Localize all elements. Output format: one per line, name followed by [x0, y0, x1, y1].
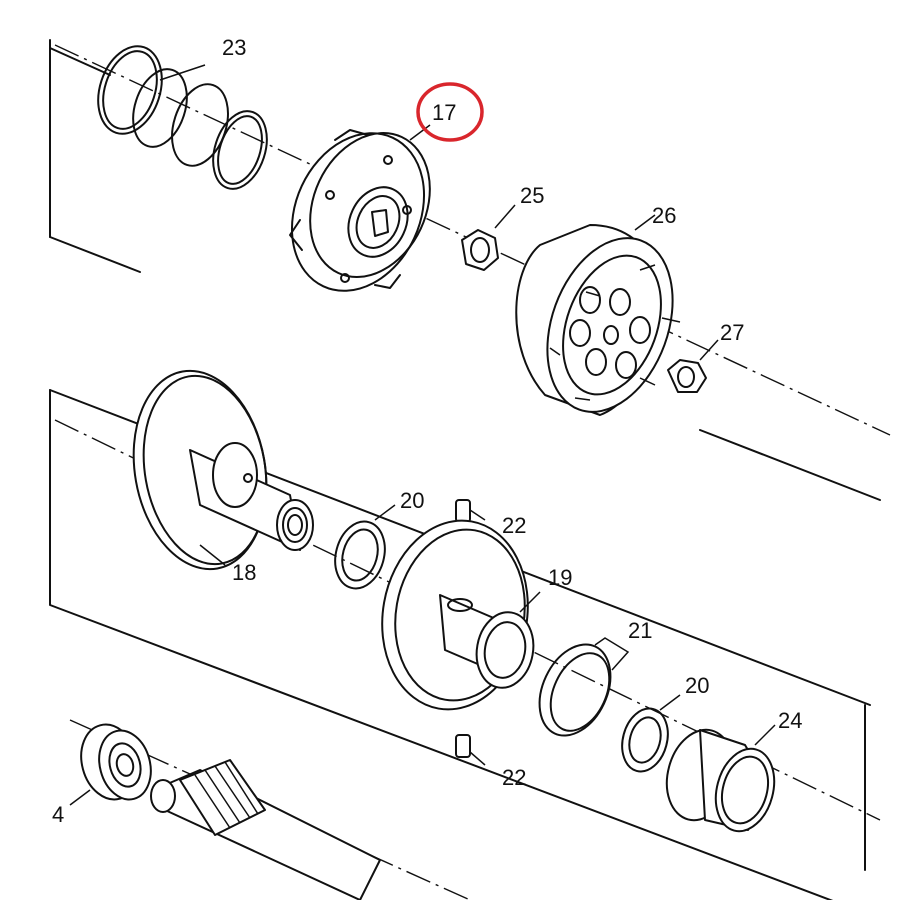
nut-part-27 [667, 339, 719, 393]
nut-part-25 [461, 204, 516, 271]
callout-label-22-upper[interactable]: 22 [502, 513, 526, 538]
sheave-part-19 [381, 519, 541, 711]
drive-shaft [150, 759, 381, 900]
callout-label-19[interactable]: 19 [548, 565, 572, 590]
callout-label-4[interactable]: 4 [52, 802, 64, 827]
bearing-part-4 [69, 723, 152, 806]
highlight-circle [416, 82, 484, 142]
collar-part-24 [665, 724, 776, 833]
washer-part-20-lower [621, 694, 681, 773]
pin-part-22-lower [455, 734, 486, 766]
seal-part-21 [538, 637, 630, 737]
callout-label-27[interactable]: 27 [720, 320, 744, 345]
callout-label-17[interactable]: 17 [432, 100, 456, 125]
callout-label-20-upper[interactable]: 20 [400, 488, 424, 513]
spring-part-23 [97, 45, 268, 190]
callout-label-20-lower[interactable]: 20 [685, 673, 709, 698]
callout-label-25[interactable]: 25 [520, 183, 544, 208]
clutch-housing-part-26 [515, 214, 681, 416]
callout-label-21[interactable]: 21 [628, 618, 652, 643]
callout-label-23[interactable]: 23 [222, 35, 246, 60]
callout-labels: 17 18 19 20 20 21 22 22 23 24 25 26 27 4 [52, 35, 802, 827]
washer-part-20-upper [334, 504, 396, 590]
callout-label-24[interactable]: 24 [778, 708, 802, 733]
clutch-carrier-part-17 [289, 124, 431, 292]
callout-label-18[interactable]: 18 [232, 560, 256, 585]
callout-label-26[interactable]: 26 [652, 203, 676, 228]
sheave-part-18 [132, 369, 314, 571]
callout-label-22-lower[interactable]: 22 [502, 765, 526, 790]
